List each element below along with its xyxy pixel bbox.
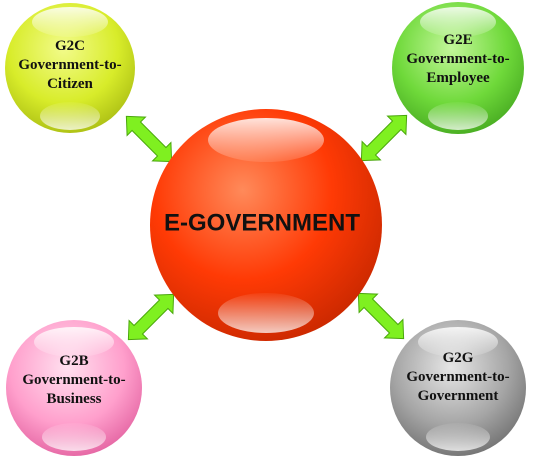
center-gloss-bottom [218, 293, 314, 333]
node-g2g-gloss-top [418, 327, 498, 357]
center-node: E-GOVERNMENT [150, 109, 382, 341]
node-g2g-code: G2G [443, 350, 474, 366]
node-g2b-line1: Government-to- [22, 372, 125, 388]
node-g2c-line2: Citizen [47, 76, 93, 92]
node-g2e: G2E Government-to- Employee [392, 2, 524, 134]
node-g2b-sphere [6, 320, 142, 456]
node-g2b-code: G2B [59, 353, 88, 369]
node-g2c-gloss-bottom [40, 102, 100, 130]
node-g2c-gloss-top [32, 7, 108, 37]
node-g2g-sphere [390, 320, 526, 456]
node-g2e-code: G2E [443, 32, 472, 48]
node-g2b-line2: Business [46, 391, 101, 407]
node-g2c-code: G2C [55, 38, 85, 54]
node-g2g: G2G Government-to- Government [390, 320, 526, 456]
node-g2c-sphere [5, 3, 135, 133]
double-arrow-icon [360, 114, 408, 162]
node-g2e-line1: Government-to- [406, 51, 509, 67]
node-g2b-gloss-top [34, 327, 114, 357]
double-arrow-icon [357, 292, 405, 340]
node-g2c-line1: Government-to- [18, 57, 121, 73]
center-title: E-GOVERNMENT [164, 209, 360, 236]
node-g2e-gloss-top [420, 7, 496, 37]
center-gloss-top [208, 118, 324, 162]
node-g2b: G2B Government-to- Business [6, 320, 142, 456]
node-g2g-gloss-bottom [426, 423, 490, 451]
double-arrow-icon [127, 293, 175, 341]
node-g2b-gloss-bottom [42, 423, 106, 451]
node-g2e-line2: Employee [426, 70, 490, 86]
node-g2c: G2C Government-to- Citizen [5, 3, 135, 133]
node-g2g-line1: Government-to- [406, 369, 509, 385]
node-g2g-line2: Government [418, 388, 499, 404]
node-g2e-sphere [392, 2, 524, 134]
center-sphere [150, 109, 382, 341]
node-g2e-gloss-bottom [428, 102, 488, 130]
